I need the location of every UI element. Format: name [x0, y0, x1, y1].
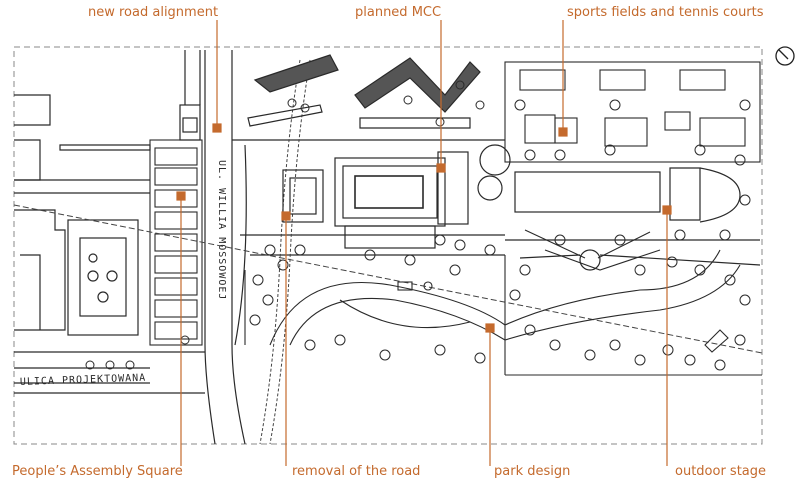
street-label-horizontal: ULICA PROJEKTOWANA: [20, 373, 147, 388]
left-building-block: [14, 50, 201, 384]
callout-leaders: [176, 20, 672, 466]
plan-frame: [13, 46, 763, 445]
assembly-square-plan: [149, 139, 203, 346]
removed-road: [259, 59, 311, 445]
planned-mcc-building: [282, 151, 469, 249]
callout-new-road-alignment: new road alignment: [88, 5, 219, 20]
central-plaza: [477, 144, 761, 271]
north-arrow-icon: [775, 46, 795, 66]
callout-outdoor-stage: outdoor stage: [675, 464, 767, 479]
park-trees: [85, 99, 751, 371]
sports-fields-plan: [504, 61, 761, 163]
top-tree-circles: [287, 80, 485, 127]
callout-planned-mcc: planned MCC: [355, 5, 442, 20]
callout-removal-of-road: removal of the road: [292, 464, 421, 479]
callout-park-design: park design: [494, 464, 571, 479]
diagonal-axis-line: [13, 204, 763, 354]
top-zigzag-buildings: [247, 54, 481, 129]
park-paths: [244, 229, 762, 376]
callout-sports-fields: sports fields and tennis courts: [567, 5, 764, 20]
street-label-vertical: UL. WILLIA MOSSOWOEJ: [216, 160, 227, 300]
roads: [14, 50, 505, 445]
callout-peoples-assembly-square: People’s Assembly Square: [12, 464, 183, 479]
